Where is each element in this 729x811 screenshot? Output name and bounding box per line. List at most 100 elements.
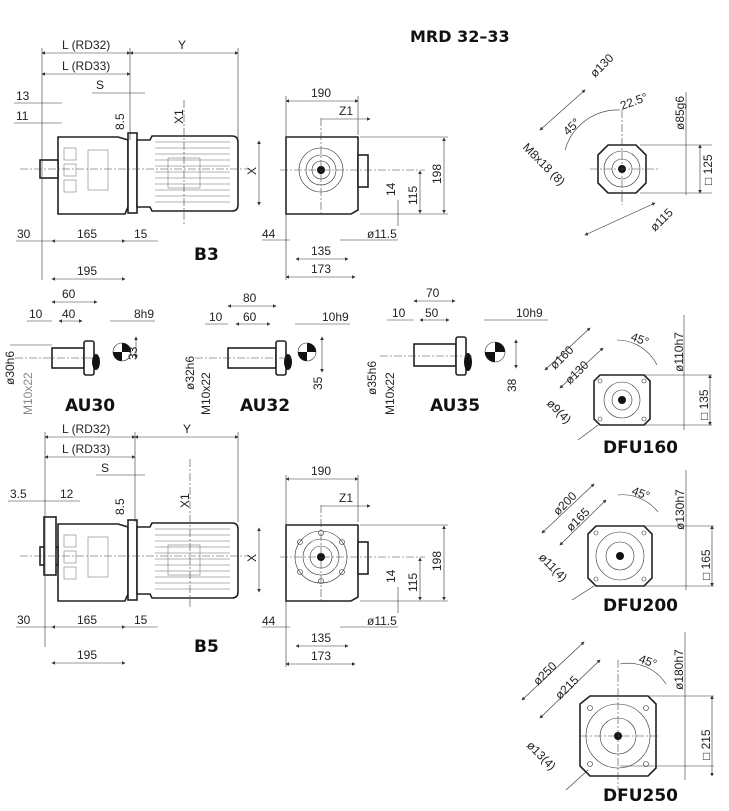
dim-l-rd32: L (RD32) <box>62 422 110 436</box>
dim-44: 44 <box>262 614 276 628</box>
dim-x: X <box>245 554 259 562</box>
flange-pcd: ø215 <box>552 673 581 702</box>
shaft-label: AU32 <box>240 396 290 416</box>
shaft-key-length: 40 <box>62 307 76 321</box>
shaft-total: 70 <box>426 286 440 300</box>
dim-l-rd32: L (RD32) <box>62 38 110 52</box>
shaft-height: 33 <box>126 346 140 360</box>
shaft-au32: 80 10 60 10h9 35 ø32h6 M10x22 AU32 <box>183 291 350 416</box>
b5-side-view: L (RD32) Y L (RD33) S 3.5 12 8.5 X1 X 30… <box>8 422 261 665</box>
shaft-thread: M10x22 <box>199 372 213 415</box>
shaft-offset: 10 <box>29 307 43 321</box>
shaft-key: 8h9 <box>134 307 154 321</box>
flange-holes: ø9(4) <box>544 396 574 426</box>
dim-x: X <box>245 167 259 175</box>
dim-195: 195 <box>77 648 97 662</box>
dim-x1: X1 <box>172 109 186 124</box>
flange-label: DFU250 <box>603 786 678 806</box>
b5-front-view: 190 Z1 198 115 14 44 ø11.5 135 173 <box>262 464 448 667</box>
shaft-offset: 10 <box>209 310 223 324</box>
flange-holes: ø11(4) <box>536 550 570 584</box>
shaft-height: 35 <box>311 376 325 390</box>
dim-195: 195 <box>77 264 97 278</box>
shaft-key: 10h9 <box>516 306 543 320</box>
dim-165: 165 <box>77 613 97 627</box>
dim-d130: ø130 <box>587 51 616 80</box>
dim-11: 11 <box>16 109 29 123</box>
dim-30: 30 <box>17 613 31 627</box>
dim-d11-5: ø11.5 <box>367 614 397 628</box>
dim-x1: X1 <box>178 493 192 508</box>
view-label-b3: B3 <box>194 245 219 265</box>
dim-y: Y <box>178 38 186 52</box>
shaft-label: AU30 <box>65 396 115 416</box>
flange-square: □ 215 <box>699 729 713 760</box>
dim-14: 14 <box>384 569 398 583</box>
dim-115: 115 <box>406 186 420 205</box>
dim-d85g6: ø85g6 <box>673 96 687 130</box>
dim-165: 165 <box>77 227 97 241</box>
dim-173: 173 <box>311 262 331 276</box>
shaft-diameter: ø32h6 <box>183 356 197 390</box>
dim-8-5: 8.5 <box>113 498 127 515</box>
b3-front-view: 190 Z1 198 115 14 44 ø11.5 135 173 <box>262 86 448 280</box>
dim-15: 15 <box>134 613 148 627</box>
dim-angle-45: 45° <box>560 115 583 138</box>
flange-spigot: ø130h7 <box>673 489 687 530</box>
flange-square: □ 165 <box>699 549 713 580</box>
flange-angle: 45° <box>637 652 659 671</box>
shaft-au30: 60 10 40 8h9 33 ø30h6 M10x22 AU30 <box>3 287 155 416</box>
dim-13: 13 <box>16 89 30 103</box>
flange-holes: ø13(4) <box>524 738 559 773</box>
dim-s: S <box>101 461 109 475</box>
dim-135: 135 <box>311 631 331 645</box>
flange-detail-view: ø130 22.5° 45° ø85g6 □ 125 ø115 M8x18 (8… <box>520 51 715 236</box>
dim-sq125: □ 125 <box>701 154 715 185</box>
flange-dfu200: ø200 ø165 45° ø130h7 □ 165 ø11(4) DFU200 <box>536 470 714 616</box>
shaft-total: 80 <box>243 291 257 305</box>
dim-198: 198 <box>430 164 444 184</box>
dim-bolts: M8x18 (8) <box>520 140 568 188</box>
dim-198: 198 <box>430 551 444 571</box>
flange-dfu250: ø250 ø215 45° ø180h7 □ 215 ø13(4) DFU250 <box>521 632 714 806</box>
flange-spigot: ø110h7 <box>672 332 686 372</box>
flange-angle: 45° <box>629 330 651 349</box>
dim-30: 30 <box>17 227 31 241</box>
view-label-b5: B5 <box>194 637 219 657</box>
shaft-thread: M10x22 <box>383 372 397 415</box>
shaft-au35: 70 10 50 10h9 38 ø35h6 M10x22 AU35 <box>365 286 548 416</box>
shaft-diameter: ø30h6 <box>3 351 17 385</box>
shaft-key: 10h9 <box>322 310 349 324</box>
dim-135: 135 <box>311 244 331 258</box>
shaft-height: 38 <box>505 378 519 392</box>
dim-angle-22-5: 22.5° <box>618 90 649 113</box>
dim-190: 190 <box>311 86 331 100</box>
flange-square: □ 135 <box>697 389 711 420</box>
flange-label: DFU200 <box>603 596 678 616</box>
flange-spigot: ø180h7 <box>672 649 686 690</box>
dim-s: S <box>96 78 104 92</box>
dim-d115: ø115 <box>647 205 676 234</box>
dim-3-5: 3.5 <box>10 487 27 501</box>
shaft-diameter: ø35h6 <box>365 361 379 395</box>
b3-side-view: L (RD32) Y L (RD33) S 13 11 8.5 X1 X 30 … <box>14 38 261 281</box>
dim-173: 173 <box>311 649 331 663</box>
dim-44: 44 <box>262 227 276 241</box>
dim-l-rd33: L (RD33) <box>62 442 110 456</box>
shaft-total: 60 <box>62 287 76 301</box>
shaft-key-length: 50 <box>425 306 439 320</box>
shaft-offset: 10 <box>392 306 406 320</box>
flange-angle: 45° <box>630 484 652 503</box>
dim-z1: Z1 <box>339 491 353 505</box>
dim-8-5: 8.5 <box>113 113 127 130</box>
shaft-thread: M10x22 <box>21 372 35 415</box>
dim-y: Y <box>183 422 191 436</box>
flange-outer: ø250 <box>530 659 559 688</box>
drawing-title: MRD 32–33 <box>410 27 510 46</box>
shaft-label: AU35 <box>430 396 480 416</box>
dim-115: 115 <box>406 573 420 592</box>
flange-dfu160: ø160 ø130 45° ø110h7 □ 135 ø9(4) DFU160 <box>544 315 712 458</box>
flange-label: DFU160 <box>603 438 678 458</box>
dim-14: 14 <box>384 182 398 196</box>
